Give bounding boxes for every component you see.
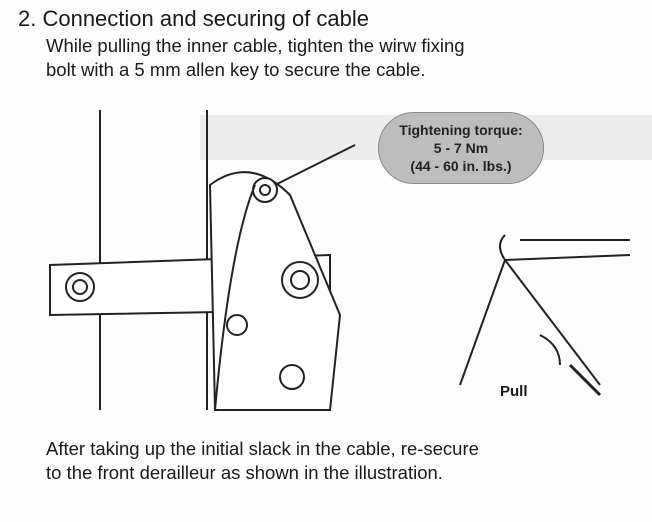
torque-title: Tightening torque: [399,122,523,138]
derailleur-illustration [49,110,652,411]
outro-line-1: After taking up the initial slack in the… [46,438,479,459]
section-heading: 2. Connection and securing of cable [18,6,370,31]
torque-metric: 5 - 7 Nm [433,140,489,156]
pull-label: Pull [500,383,528,400]
outro-line-2: to the front derailleur as shown in the … [46,462,443,483]
intro-line-1: While pulling the inner cable, tighten t… [46,35,465,56]
intro-line-2: bolt with a 5 mm allen key to secure the… [46,59,426,80]
torque-imperial: (44 - 60 in. lbs.) [410,158,512,174]
torque-callout: Tightening torque: 5 - 7 Nm (44 - 60 in.… [378,112,544,184]
